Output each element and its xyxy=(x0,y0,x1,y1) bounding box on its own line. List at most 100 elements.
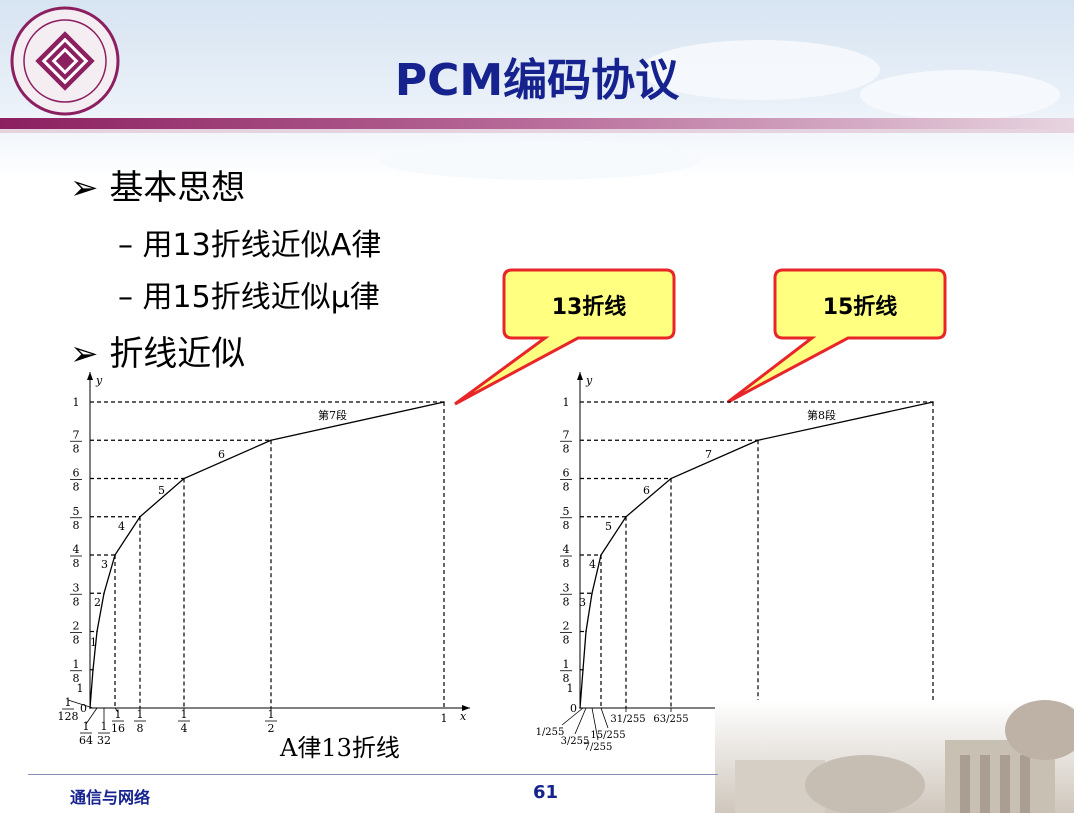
breakpoint xyxy=(103,592,105,595)
y-tick-numerator: 3 xyxy=(563,581,570,594)
x-tick-numerator: 1 xyxy=(181,708,188,721)
x-tick-denominator: 8 xyxy=(137,722,144,735)
x-tick: 7/255 xyxy=(584,742,613,753)
breakpoint xyxy=(625,515,627,518)
breakpoint xyxy=(670,477,672,480)
piecewise-curve xyxy=(579,401,934,709)
breakpoint xyxy=(139,515,141,518)
bullet-text: 基本思想 xyxy=(109,168,246,208)
segment-label: 4 xyxy=(118,520,125,533)
breakpoint xyxy=(582,668,584,671)
y-tick-numerator: 7 xyxy=(563,428,570,441)
segment-label: 7 xyxy=(705,448,712,461)
x-tick: 15/255 xyxy=(590,730,625,741)
x-tick: 31/255 xyxy=(610,714,645,725)
x-tick-leader xyxy=(591,707,599,741)
y-tick-numerator: 6 xyxy=(563,467,570,480)
y-tick-denominator: 8 xyxy=(563,672,570,685)
y-tick-denominator: 8 xyxy=(563,481,570,494)
university-logo xyxy=(10,6,120,116)
title-band-shadow xyxy=(0,129,1074,133)
breakpoint xyxy=(183,477,185,480)
cloud-decoration xyxy=(860,70,1060,120)
x-tick-numerator: 1 xyxy=(65,696,72,709)
y-axis-label: y xyxy=(95,374,103,387)
bullet-marker: ➢ xyxy=(70,168,99,208)
x-tick-denominator: 2 xyxy=(268,722,275,735)
x-tick-end: 1 xyxy=(441,712,448,725)
breakpoint xyxy=(89,707,91,709)
y-tick-near-origin: 1 xyxy=(567,682,574,695)
x-tick-denominator: 16 xyxy=(111,722,125,735)
y-tick-denominator: 8 xyxy=(73,595,80,608)
footer-course: 通信与网络 xyxy=(70,788,151,807)
y-tick-denominator: 8 xyxy=(73,634,80,647)
breakpoint xyxy=(579,707,581,709)
callout-15-label: 15折线 xyxy=(822,295,898,320)
x-tick-denominator: 64 xyxy=(79,734,93,747)
y-tick-denominator: 8 xyxy=(563,595,570,608)
origin-label: 0 xyxy=(570,702,577,715)
x-tick-leader xyxy=(600,707,609,729)
y-tick-numerator: 4 xyxy=(563,543,570,556)
chart-a-law: xy018283848586878111123456第7段A律13折线11281… xyxy=(58,372,470,762)
chart-title: A律13折线 xyxy=(279,734,400,762)
callout-13-shape xyxy=(454,268,676,406)
segment-label: 2 xyxy=(94,596,101,609)
x-axis-label: x xyxy=(460,710,467,723)
slide-title: PCM编码协议 xyxy=(394,55,680,106)
x-tick-leader xyxy=(85,707,98,725)
y-tick-numerator: 1 xyxy=(563,658,570,671)
breakpoint xyxy=(443,401,445,403)
y-tick-denominator: 8 xyxy=(73,442,80,455)
x-tick-leader xyxy=(114,707,119,713)
y-axis-arrow xyxy=(87,372,93,380)
y-tick-top: 1 xyxy=(563,396,570,409)
y-tick-numerator: 7 xyxy=(73,428,80,441)
sub-bullet-a-law: – 用13折线近似A律 xyxy=(118,220,381,264)
x-tick-leader xyxy=(561,707,584,726)
breakpoint xyxy=(96,630,98,633)
x-tick-numerator: 1 xyxy=(101,720,108,733)
x-tick: 1/255 xyxy=(536,727,565,738)
segment-label: 6 xyxy=(643,484,650,497)
breakpoint xyxy=(114,554,116,556)
cloud-decoration xyxy=(380,140,700,180)
y-tick-numerator: 4 xyxy=(73,543,80,556)
y-tick-near-origin: 1 xyxy=(77,682,84,695)
bullet-basic-idea: ➢ 基本思想 xyxy=(70,160,245,209)
cloud-decoration xyxy=(640,40,880,100)
y-tick-numerator: 2 xyxy=(73,620,80,633)
callout-15-shape xyxy=(727,268,947,404)
sub-bullet-marker: – xyxy=(118,280,133,315)
footer-line xyxy=(28,774,718,775)
segment-label: 5 xyxy=(605,520,612,533)
y-tick-denominator: 8 xyxy=(73,481,80,494)
segment-label: 5 xyxy=(158,484,165,497)
y-tick-numerator: 5 xyxy=(563,505,570,518)
y-tick-denominator: 8 xyxy=(563,519,570,532)
x-tick-leader xyxy=(67,699,94,709)
x-axis-arrow xyxy=(462,705,470,711)
breakpoint xyxy=(600,554,602,556)
y-tick-numerator: 2 xyxy=(563,620,570,633)
segment-label: 6 xyxy=(218,448,225,461)
breakpoint xyxy=(92,668,94,671)
bullet-text: 折线近似 xyxy=(109,334,246,374)
piecewise-curve xyxy=(89,401,445,709)
x-tick-denominator: 128 xyxy=(58,710,79,723)
y-tick-numerator: 6 xyxy=(73,467,80,480)
bullet-piecewise: ➢ 折线近似 xyxy=(70,326,245,375)
x-tick-numerator: 1 xyxy=(268,708,275,721)
y-tick-denominator: 8 xyxy=(563,634,570,647)
x-tick-denominator: 32 xyxy=(97,734,111,747)
segment-label: 1 xyxy=(90,636,97,649)
callout-13-label: 13折线 xyxy=(551,295,627,320)
segment-label: 3 xyxy=(579,596,586,609)
campus-building-image xyxy=(715,700,1074,813)
x-tick-numerator: 1 xyxy=(137,708,144,721)
x-tick: 63/255 xyxy=(653,714,688,725)
y-tick-numerator: 3 xyxy=(73,581,80,594)
y-tick-denominator: 8 xyxy=(563,442,570,455)
